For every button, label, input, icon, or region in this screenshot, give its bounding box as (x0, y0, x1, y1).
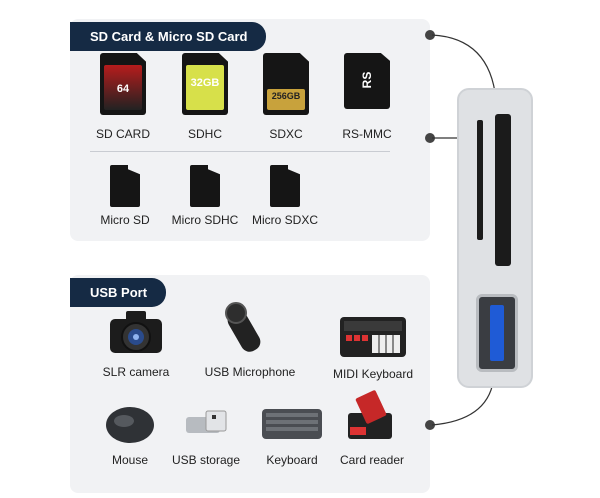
sd-card-label: SD CARD (95, 127, 150, 141)
usb-storage-label: USB storage (171, 453, 241, 467)
usb-port-insert (490, 305, 504, 361)
camera-icon (110, 311, 162, 353)
card-reader-label: Card reader (339, 453, 405, 467)
midi-keyboard-label: MIDI Keyboard (332, 367, 414, 381)
card-reader-icon (348, 390, 392, 439)
slr-camera-item: SLR camera (103, 305, 169, 379)
micro-sdhc-label: Micro SDHC (171, 213, 239, 227)
midi-keyboard-item: MIDI Keyboard (333, 311, 413, 381)
sd-card-panel: SD Card & Micro SD Card 64 SD CARD 32GB … (70, 19, 430, 241)
sdxc-label: SDXC (269, 127, 303, 141)
sd-card-slot (495, 114, 511, 266)
usb-a-port (476, 294, 518, 372)
mouse-item: Mouse (100, 397, 160, 467)
arrow-to-sd-slot (431, 34, 497, 101)
connector-dot-top (425, 30, 435, 40)
connector-dot-bottom (425, 420, 435, 430)
sdhc-card-icon: 32GB (182, 53, 228, 115)
midi-keyboard-icon (340, 317, 406, 357)
slr-camera-label: SLR camera (102, 365, 170, 379)
usb-section-title: USB Port (70, 278, 166, 307)
usb-microphone-label: USB Microphone (204, 365, 296, 379)
rs-mmc-label: RS-MMC (342, 127, 392, 141)
usb-microphone-item: USB Microphone (205, 301, 295, 379)
mouse-label: Mouse (111, 453, 149, 467)
keyboard-icon (262, 409, 322, 439)
keyboard-label: Keyboard (266, 453, 318, 467)
usb-storage-item: USB storage (172, 397, 240, 467)
sd-section-title: SD Card & Micro SD Card (70, 22, 266, 51)
usb-port-panel: USB Port SLR camera USB Microphone (70, 275, 430, 493)
micro-sdxc-label: Micro SDXC (251, 213, 318, 227)
micro-sd-label: Micro SD (100, 213, 150, 227)
micro-sd-slot (477, 120, 483, 240)
card-reader-item: Card reader (340, 387, 404, 467)
sdhc-label: SDHC (187, 127, 222, 141)
connector-dot-middle (425, 133, 435, 143)
section-divider (90, 151, 390, 152)
card-reader-adapter (457, 88, 533, 388)
usb-drive-icon (186, 410, 227, 433)
microphone-icon (225, 302, 261, 352)
sdxc-card-icon: 256GB (263, 53, 309, 115)
keyboard-item: Keyboard (260, 401, 324, 467)
mouse-icon (106, 407, 154, 443)
sd-card-icon: 64 (100, 53, 146, 115)
rs-mmc-card-icon: RS (344, 53, 390, 109)
